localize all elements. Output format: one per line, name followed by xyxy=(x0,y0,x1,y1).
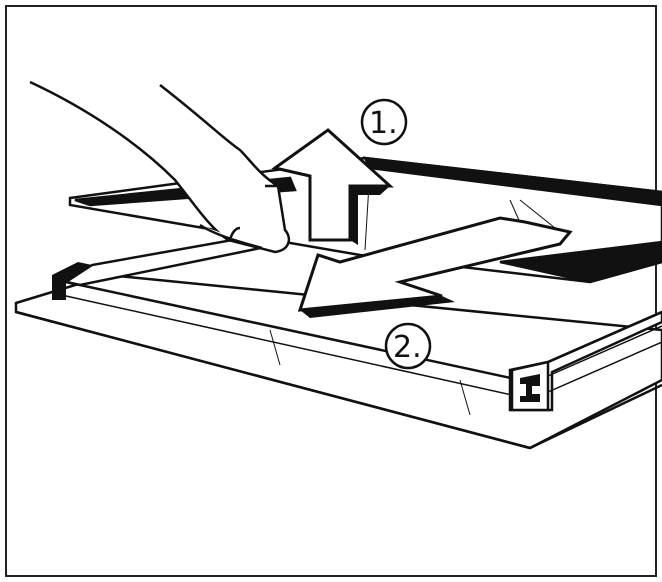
step-2-callout: 2. xyxy=(384,322,432,370)
step-1-label: 1. xyxy=(369,106,398,141)
arrow-up-icon xyxy=(271,128,394,245)
step-2-label: 2. xyxy=(393,330,422,365)
right-rail-endcap xyxy=(510,310,662,412)
step-1-callout: 1. xyxy=(360,98,408,146)
hand xyxy=(29,80,291,254)
arrow-diagonal-icon xyxy=(297,216,573,318)
